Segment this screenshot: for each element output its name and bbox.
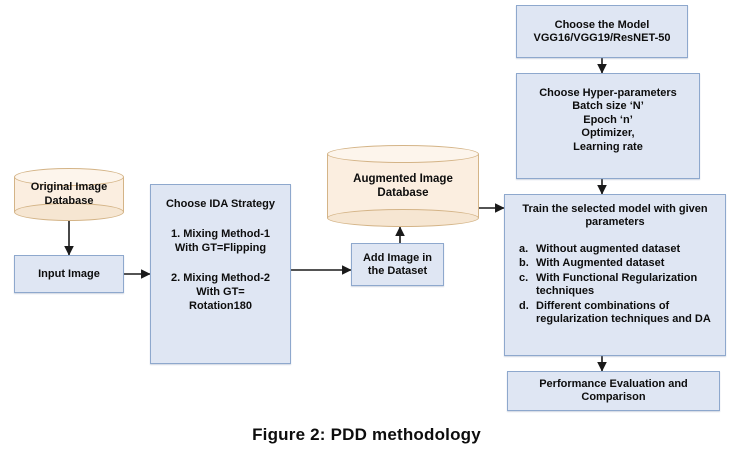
ida-item-2-line1: 2. Mixing Method-2 (171, 272, 270, 285)
train-option-a-marker: a. (519, 242, 529, 255)
train-option-b-marker: b. (519, 257, 529, 270)
node-choose-ida-strategy: Choose IDA Strategy 1. Mixing Method-1 W… (150, 184, 291, 364)
cylinder-bottom (14, 203, 124, 221)
hyperparams-line-2: Epoch ‘n’ (583, 113, 633, 126)
cylinder-top (14, 168, 124, 186)
original-db-line2: Database (44, 194, 94, 207)
node-augmented-image-database: Augmented Image Database (327, 145, 479, 227)
train-option-b: b. With Augmented dataset (519, 257, 719, 270)
performance-label: Performance Evaluation and Comparison (539, 378, 688, 404)
node-performance-evaluation: Performance Evaluation and Comparison (507, 371, 720, 411)
hyperparams-list: Batch size ‘N’ Epoch ‘n’ Optimizer, Lear… (517, 100, 699, 155)
augmented-cylinder-bottom (327, 209, 479, 227)
choose-model-label: Choose the Model VGG16/VGG19/ResNET-50 (534, 19, 671, 45)
ida-item-2-line2: With GT= (196, 286, 245, 299)
node-add-image-dataset: Add Image in the Dataset (351, 243, 444, 286)
train-option-a: a. Without augmented dataset (519, 243, 719, 256)
train-option-a-text: Without augmented dataset (536, 242, 681, 255)
node-input-image: Input Image (14, 255, 124, 293)
train-option-d-marker: d. (519, 299, 529, 312)
train-option-d-text: Different combinations of regularization… (536, 299, 711, 325)
train-options-list: a. Without augmented dataset b. With Aug… (505, 242, 725, 326)
choose-model-line2: VGG16/VGG19/ResNET-50 (533, 31, 671, 44)
original-db-label: Original Image Database (14, 168, 124, 221)
augmented-db-line1: Augmented Image (353, 172, 453, 185)
performance-line1: Performance Evaluation and (539, 378, 688, 391)
node-original-image-database: Original Image Database (14, 168, 124, 221)
original-db-line1: Original Image (30, 180, 108, 193)
hyperparams-line-4: Learning rate (573, 141, 643, 154)
augmented-db-line2: Database (377, 187, 429, 199)
hyperparams-line-3: Optimizer, (581, 127, 635, 140)
choose-model-line1: Choose the Model (554, 18, 650, 31)
add-image-line1: Add Image in (362, 251, 433, 264)
ida-item-1-line2: With GT=Flipping (174, 241, 267, 254)
augmented-cylinder-top (327, 145, 479, 163)
node-hyper-parameters: Choose Hyper-parameters Batch size ‘N’ E… (516, 73, 700, 179)
train-option-c-marker: c. (519, 271, 529, 284)
node-choose-model: Choose the Model VGG16/VGG19/ResNET-50 (516, 5, 688, 58)
ida-title: Choose IDA Strategy (165, 198, 275, 210)
train-title-line2: parameters (585, 215, 645, 228)
performance-line2: Comparison (581, 391, 646, 403)
ida-item-1-line1: 1. Mixing Method-1 (171, 227, 270, 240)
ida-item-2: 2. Mixing Method-2 With GT= Rotation180 (171, 272, 270, 313)
train-option-c: c. With Functional Regularization techni… (519, 272, 719, 299)
train-option-d: d. Different combinations of regularizat… (519, 300, 719, 327)
add-image-label: Add Image in the Dataset (363, 252, 432, 278)
hyperparams-title: Choose Hyper-parameters (539, 87, 677, 99)
ida-item-2-line3: Rotation180 (189, 299, 252, 312)
node-train-model: Train the selected model with given para… (504, 194, 726, 356)
augmented-db-label: Augmented Image Database (327, 145, 479, 227)
train-title-line1: Train the selected model with given (522, 203, 708, 215)
train-title: Train the selected model with given para… (522, 203, 707, 229)
augmented-cylinder-body (327, 154, 479, 218)
train-option-c-text: With Functional Regularization technique… (536, 271, 698, 298)
ida-item-1: 1. Mixing Method-1 With GT=Flipping (171, 228, 270, 256)
hyperparams-line-1: Batch size ‘N’ (572, 99, 644, 112)
add-image-line2: the Dataset (367, 264, 428, 277)
input-image-label: Input Image (38, 267, 100, 280)
train-option-b-text: With Augmented dataset (536, 257, 665, 270)
figure-caption: Figure 2: PDD methodology (252, 425, 481, 444)
